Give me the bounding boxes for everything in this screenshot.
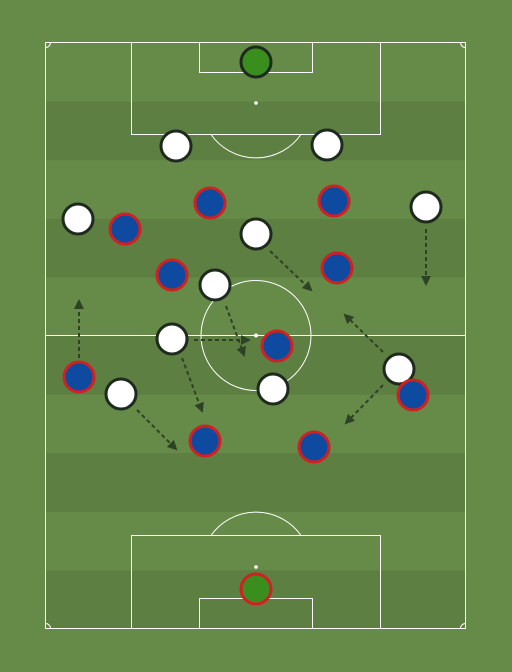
white-team-outfield-marker	[104, 377, 138, 411]
blue-team-outfield-marker	[396, 378, 430, 412]
bottom-penalty-spot	[254, 565, 258, 569]
white-team-outfield-marker	[155, 322, 189, 356]
pitch-markings	[45, 42, 466, 629]
players	[61, 45, 443, 606]
blue-team-outfield-marker	[260, 329, 294, 363]
white-team-outfield-marker	[310, 128, 344, 162]
blue-team-goalkeeper-marker	[239, 572, 273, 606]
white-team-goalkeeper-marker	[239, 45, 273, 79]
white-team-outfield-marker	[61, 202, 95, 236]
movement-arrow	[136, 409, 178, 451]
corner-arc-top-right	[460, 42, 466, 48]
white-team-outfield-marker	[382, 352, 416, 386]
blue-team-outfield-marker	[155, 258, 189, 292]
movement-arrow	[181, 357, 204, 413]
blue-team-outfield-marker	[108, 212, 142, 246]
blue-team-outfield-marker	[193, 186, 227, 220]
white-team-outfield-marker	[409, 190, 443, 224]
grass-stripe	[46, 101, 465, 161]
blue-team-outfield-marker	[297, 430, 331, 464]
blue-team-outfield-marker	[320, 251, 354, 285]
movement-arrows	[74, 229, 431, 451]
bottom-penalty-arc	[210, 511, 302, 536]
centre-circle	[200, 280, 312, 391]
blue-team-outfield-marker	[317, 184, 351, 218]
top-penalty-spot	[254, 101, 258, 105]
white-team-outfield-marker	[198, 268, 232, 302]
corner-arc-bottom-left	[45, 623, 51, 629]
blue-team-outfield-marker	[62, 360, 96, 394]
centre-spot	[254, 333, 258, 338]
white-team-outfield-marker	[159, 129, 193, 163]
movement-arrow	[225, 305, 246, 357]
corner-arc-top-left	[45, 42, 51, 48]
white-team-outfield-marker	[239, 217, 273, 251]
top-penalty-arc	[210, 134, 302, 159]
movement-arrow	[343, 313, 384, 353]
white-team-outfield-marker	[256, 372, 290, 406]
corner-arc-bottom-right	[460, 623, 466, 629]
movement-arrow	[344, 384, 384, 425]
grass-stripe	[46, 453, 465, 512]
movement-arrow	[269, 250, 313, 292]
blue-team-outfield-marker	[188, 424, 222, 458]
